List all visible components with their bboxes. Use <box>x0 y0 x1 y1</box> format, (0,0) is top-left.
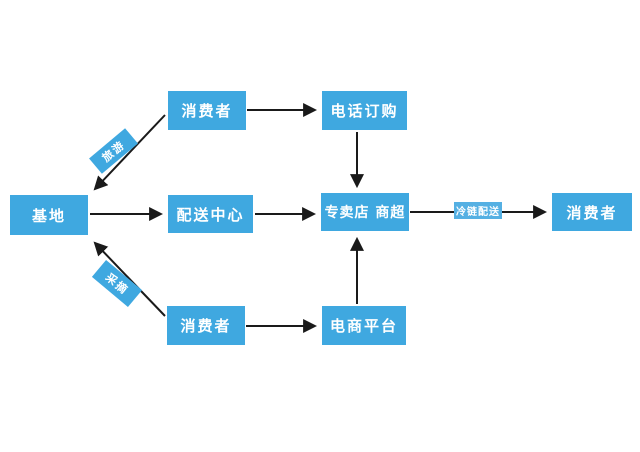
node-consumer-bottom: 消费者 <box>167 306 245 345</box>
node-cold-chain-delivery: 冷链配送 <box>454 202 502 219</box>
node-store-supermarket: 专卖店 商超 <box>321 193 409 231</box>
arrow-consumer-top-to-base <box>93 114 166 191</box>
node-consumer-right: 消费者 <box>552 193 632 231</box>
node-ecommerce-platform: 电商平台 <box>322 306 406 345</box>
node-phone-order: 电话订购 <box>322 91 407 130</box>
node-distribution-center: 配送中心 <box>168 195 253 233</box>
node-consumer-top: 消费者 <box>168 91 246 130</box>
node-base: 基地 <box>10 195 88 235</box>
